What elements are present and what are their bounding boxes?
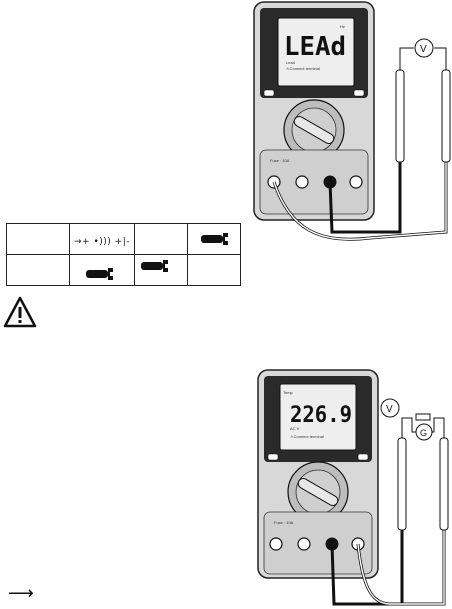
top-fuse-label: Fuse : 10A [270,158,290,163]
bottom-lcd-temp: Temp [283,390,294,395]
svg-text:V: V [420,44,427,55]
socket-function-table: →+ •))) +|- [6,223,241,286]
bottom-fuse-label: Fuse : 10A [274,520,294,525]
bottom-probe-left [397,437,407,531]
probe-plug-icon [201,233,228,245]
bottom-lcd-unit: AC V [290,426,300,431]
diode-continuity-capacitor-symbols: →+ •))) +|- [74,237,130,247]
top-probe-right [441,69,451,163]
top-meter-lcd [277,17,355,87]
bottom-multimeter-illustration: Temp 226.9 AC V ⚠Connect terminal Fuse :… [257,369,449,606]
bottom-lcd-value: 226.9 [290,403,352,428]
probe-plug-icon [86,268,113,280]
svg-text:G: G [420,428,427,438]
table-cell [6,223,70,255]
table-cell [69,254,135,286]
bottom-socket-1 [269,537,283,551]
bottom-socket-2 [297,537,311,551]
top-lcd-warning: ⚠Connect terminal [286,66,320,71]
bottom-black-lead [330,528,404,606]
top-probe-left [395,69,405,163]
table-cell [6,254,70,286]
bottom-voltmeter-symbol [380,398,400,418]
table-cell [187,254,241,286]
table-cell [134,254,188,286]
table-cell [187,223,241,255]
table-row [6,254,241,286]
top-socket-4 [349,175,363,189]
bottom-lcd-warning: ⚠Connect terminal [290,434,324,439]
top-lcd-value: LEAd [284,32,346,62]
svg-text:V: V [386,404,393,415]
top-multimeter-illustration: LEAd Lead ⚠Connect terminal Hz Fuse : 10… [253,1,451,241]
table-row: →+ •))) +|- [6,223,241,255]
bottom-meter-lcd [279,383,357,451]
bottom-probe-right [439,437,449,531]
table-cell: →+ •))) +|- [69,223,135,255]
top-socket-2 [295,175,309,189]
table-cell [134,223,188,255]
bottom-generator-symbol [415,423,433,441]
top-lcd-hz: Hz [340,24,345,29]
top-lcd-status: Lead [286,60,295,65]
arrow-right-icon: ⟶ [8,583,34,604]
probe-plug-icon [141,260,168,272]
top-black-lead [328,160,402,234]
top-voltmeter-symbol [414,38,434,58]
warning-triangle-icon [3,296,37,328]
